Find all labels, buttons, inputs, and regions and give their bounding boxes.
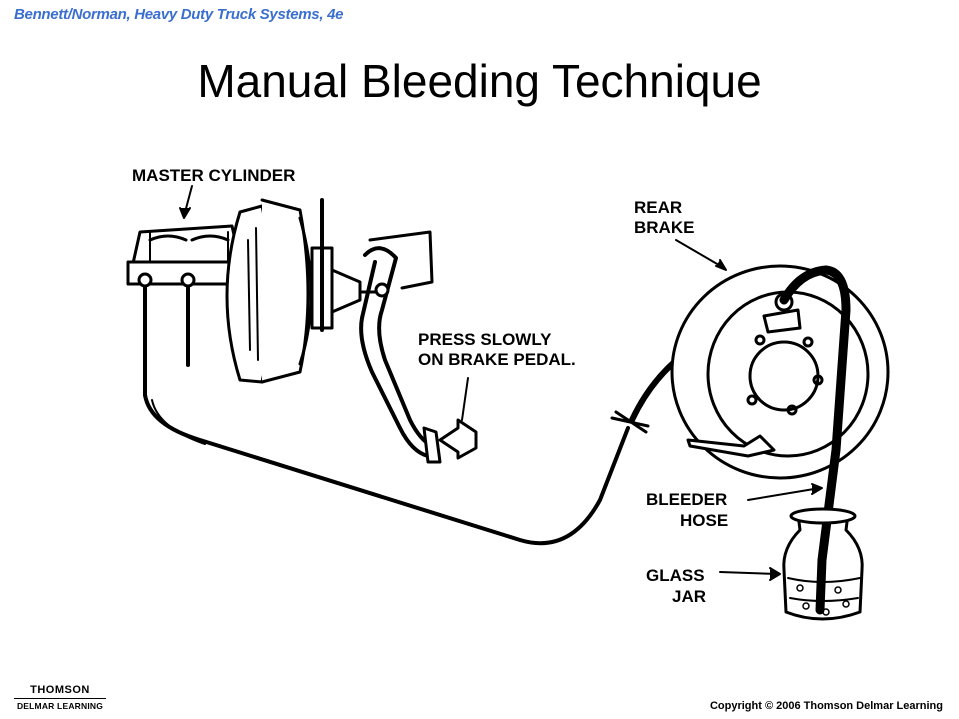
publisher-logo: THOMSON DELMAR LEARNING [10, 684, 110, 711]
slide-title: Manual Bleeding Technique [197, 55, 762, 107]
glass-jar [782, 507, 864, 621]
label-master-cylinder: MASTER CYLINDER [132, 166, 295, 185]
label-rear-brake-2: BRAKE [634, 218, 694, 237]
publisher-divider [14, 698, 106, 699]
label-press-2: ON BRAKE PEDAL. [418, 350, 576, 369]
label-glass-2: JAR [672, 587, 706, 606]
rear-brake-drum [670, 264, 890, 480]
label-glass-1: GLASS [646, 566, 705, 585]
power-booster [225, 198, 384, 384]
bleeder-hose [779, 265, 851, 615]
label-bleeder-1: BLEEDER [646, 490, 727, 509]
book-reference: Bennett/Norman, Heavy Duty Truck Systems… [14, 6, 344, 23]
copyright: Copyright © 2006 Thomson Delmar Learning [709, 700, 943, 712]
label-bleeder-2: HOSE [680, 511, 728, 530]
press-arrow [438, 377, 478, 460]
brake-pedal [359, 230, 442, 464]
leader-lines [179, 185, 823, 581]
publisher-imprint: DELMAR LEARNING [16, 701, 104, 711]
master-cylinder [126, 224, 242, 397]
label-rear-brake-1: REAR [634, 198, 682, 217]
publisher-name: THOMSON [30, 684, 90, 696]
label-press-1: PRESS SLOWLY [418, 330, 552, 349]
